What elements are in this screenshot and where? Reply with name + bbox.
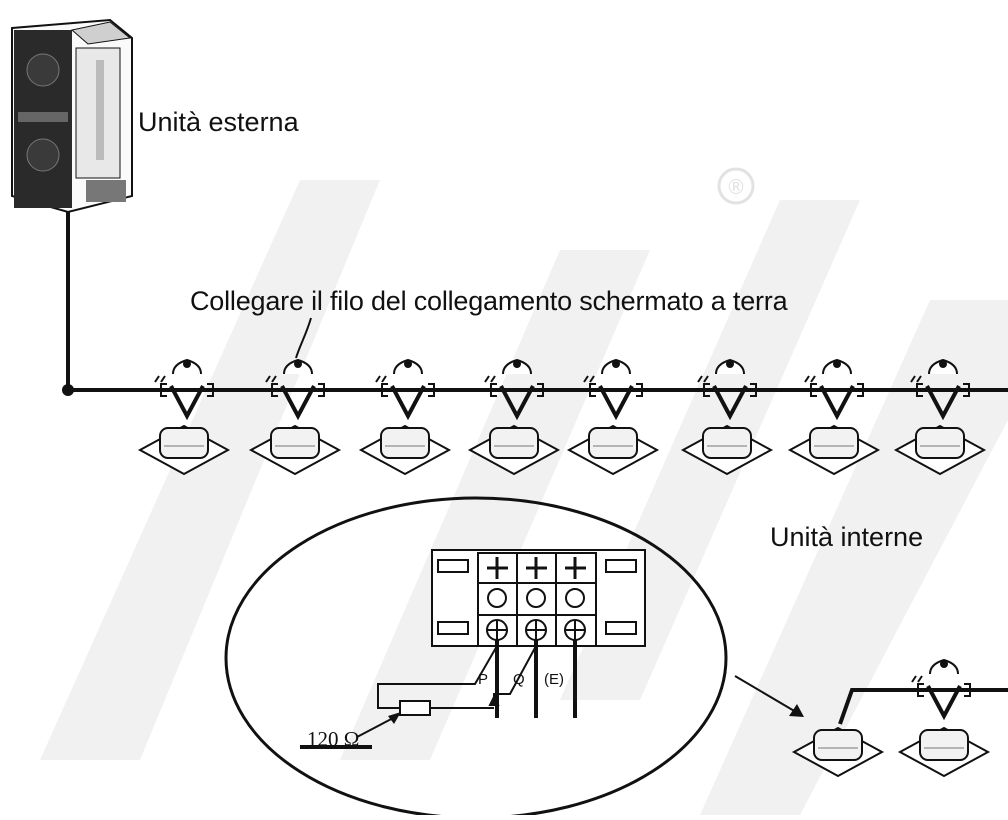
tee-connector [911, 658, 971, 721]
ground-junction [62, 384, 74, 396]
tee-connector [697, 358, 757, 421]
tee-connector [484, 358, 544, 421]
terminal-q-label: Q [513, 671, 525, 688]
terminal-p-label: P [478, 671, 489, 688]
resistor-circuit [377, 645, 537, 716]
svg-text:®: ® [726, 175, 746, 199]
outdoor-unit [11, 18, 133, 214]
indoor-unit [680, 424, 774, 476]
indoor-unit [467, 424, 561, 476]
ground-instruction-label: Collegare il filo del collegamento scher… [190, 286, 788, 316]
outdoor-unit-label: Unità esterna [138, 107, 299, 137]
indoor-unit [791, 726, 885, 778]
tee-connector [375, 358, 435, 421]
detail-connector-group [911, 658, 971, 721]
registered-watermark: ® [717, 167, 755, 205]
indoor-unit [893, 424, 987, 476]
indoor-unit [897, 726, 991, 778]
indoor-unit [137, 424, 231, 476]
terminal-e-label: (E) [544, 671, 564, 688]
indoor-units-label: Unità interne [770, 522, 924, 552]
detail-arrow [734, 675, 804, 717]
connector-group [154, 358, 970, 421]
detail-unit-group [791, 726, 991, 778]
ground-leader-line [295, 317, 312, 359]
terminal-screw-icons [486, 619, 586, 641]
tee-connector [804, 358, 864, 421]
indoor-unit [566, 424, 660, 476]
terminal-plus-signs [487, 557, 586, 579]
tee-connector [910, 358, 970, 421]
resistor-pointer [300, 712, 401, 749]
indoor-unit [358, 424, 452, 476]
terminal-block [431, 549, 646, 647]
indoor-unit [787, 424, 881, 476]
terminal-circles [487, 588, 585, 608]
tee-connector [265, 358, 325, 421]
indoor-unit-group [137, 424, 987, 476]
watermark-stripes [40, 180, 1008, 815]
tee-connector [583, 358, 643, 421]
resistor-value-label: 120 Ω [307, 727, 360, 751]
indoor-unit [248, 424, 342, 476]
tee-connector [154, 358, 214, 421]
